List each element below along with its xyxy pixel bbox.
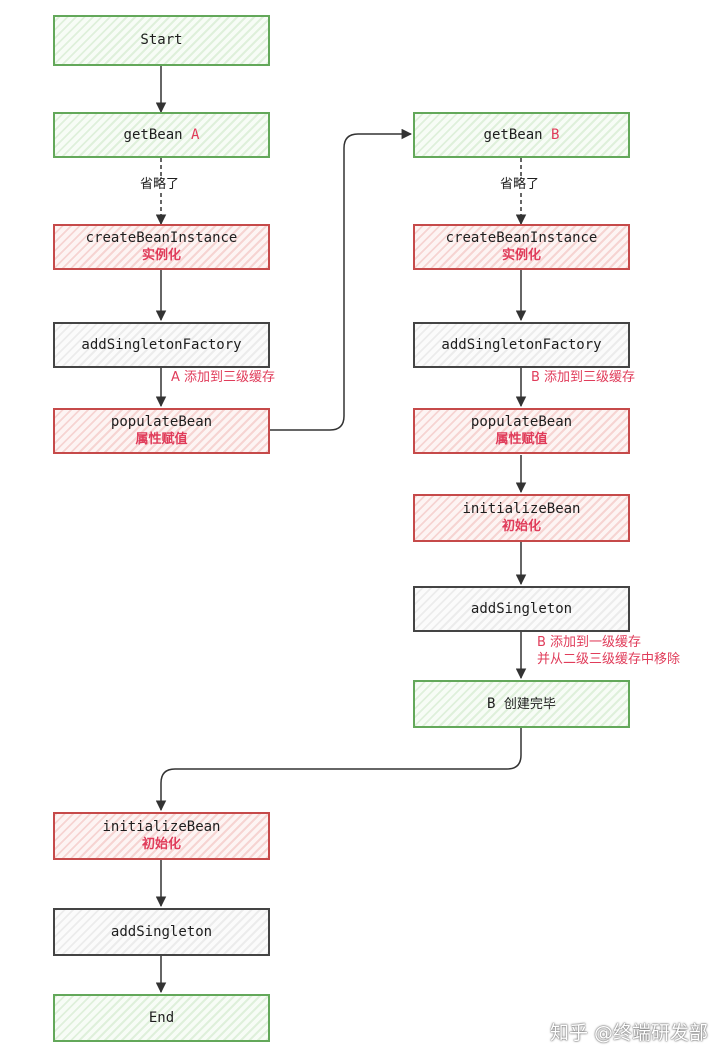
b-done-text: 创建完毕 [503, 696, 556, 712]
factory-b-label: addSingletonFactory [441, 336, 602, 353]
populate-a-name: populateBean [110, 414, 213, 430]
add-singleton-factory-a-node: addSingletonFactory [53, 322, 270, 368]
b-first-cache-label-line2: 并从二级三级缓存中移除 [537, 652, 681, 667]
initialize-bean-b-node: initializeBean 初始化 [413, 494, 630, 542]
populate-b-note: 属性赋值 [495, 432, 548, 447]
create-bean-instance-b-node: createBeanInstance 实例化 [413, 224, 630, 270]
add-singleton-a-node: addSingleton [53, 908, 270, 956]
start-label: Start [140, 32, 183, 48]
b-done-letter: B [487, 695, 496, 712]
create-a-name: createBeanInstance [85, 230, 238, 246]
populate-bean-a-node: populateBean 属性赋值 [53, 408, 270, 454]
init-b-note: 初始化 [501, 519, 541, 534]
omitted-label-b: 省略了 [500, 176, 540, 193]
getbean-b-letter: B [551, 126, 560, 143]
start-node: Start [53, 15, 270, 66]
init-a-name: initializeBean [102, 819, 221, 835]
b-done-label-row: B 创建完毕 [487, 696, 556, 713]
getbean-a-letter: A [191, 126, 200, 143]
b-done-node: B 创建完毕 [413, 680, 630, 728]
end-node: End [53, 994, 270, 1042]
omitted-label-a: 省略了 [140, 176, 180, 193]
create-bean-instance-a-node: createBeanInstance 实例化 [53, 224, 270, 270]
arrow-populate-a-to-getbean-b [270, 128, 413, 431]
create-b-name: createBeanInstance [445, 230, 598, 246]
add-singleton-b-node: addSingleton [413, 586, 630, 632]
arrow-b-done-to-init-a [155, 728, 522, 812]
getbean-b-name: getBean [483, 126, 543, 143]
initialize-bean-a-node: initializeBean 初始化 [53, 812, 270, 860]
create-a-note: 实例化 [141, 248, 181, 263]
add-singleton-factory-b-node: addSingletonFactory [413, 322, 630, 368]
a-third-cache-label: A 添加到三级缓存 [171, 370, 276, 385]
singleton-a-label: addSingleton [110, 923, 213, 940]
init-a-note: 初始化 [141, 837, 181, 852]
watermark: 知乎 @终端研发部 [549, 1022, 708, 1044]
end-label: End [148, 1009, 175, 1026]
factory-a-label: addSingletonFactory [81, 336, 242, 353]
b-third-cache-label: B 添加到三级缓存 [531, 370, 636, 385]
getbean-a-label-row: getBean A [124, 127, 200, 144]
getbean-b-node: getBean B [413, 112, 630, 158]
populate-bean-b-node: populateBean 属性赋值 [413, 408, 630, 454]
init-b-name: initializeBean [462, 501, 581, 517]
populate-a-note: 属性赋值 [135, 432, 188, 447]
create-b-note: 实例化 [501, 248, 541, 263]
populate-b-name: populateBean [470, 414, 573, 430]
singleton-b-label: addSingleton [470, 600, 573, 617]
getbean-b-label-row: getBean B [484, 127, 560, 144]
getbean-a-name: getBean [123, 126, 183, 143]
b-first-cache-label-line1: B 添加到一级缓存 [537, 635, 642, 650]
getbean-a-node: getBean A [53, 112, 270, 158]
